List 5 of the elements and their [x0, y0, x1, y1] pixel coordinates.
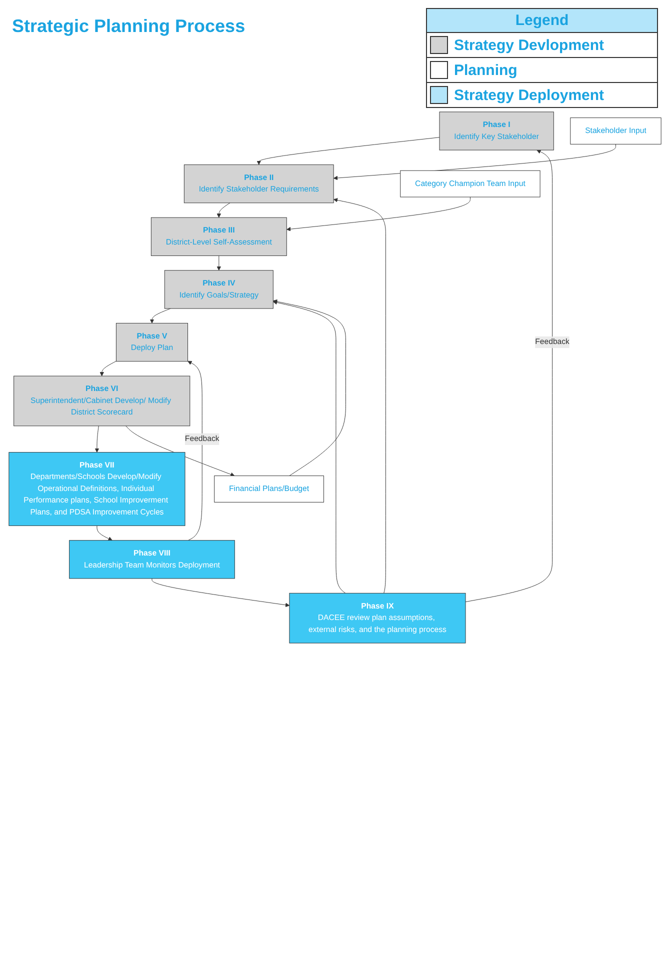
legend-text: Strategy Devlopment — [454, 36, 604, 54]
legend-heading: Legend — [427, 9, 657, 32]
diagram-title: Strategic Planning Process — [12, 16, 246, 37]
legend-text: Strategy Deployment — [454, 86, 604, 104]
legend-text: Planning — [454, 62, 518, 78]
